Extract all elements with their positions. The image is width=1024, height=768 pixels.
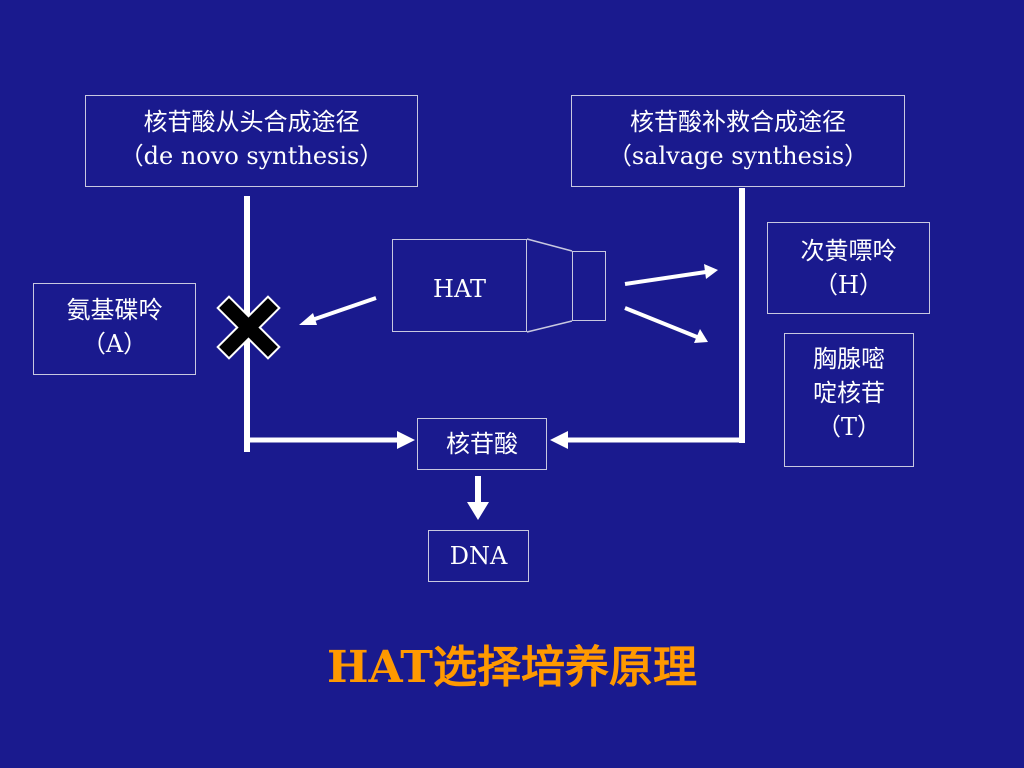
hypoxanthine-name: 次黄嘌呤 xyxy=(800,237,897,265)
aminopterin-abbr: （A） xyxy=(81,330,148,358)
hypoxanthine-box: 次黄嘌呤 （H） xyxy=(767,222,930,314)
title-prefix: HAT xyxy=(326,642,434,693)
dna-box: DNA xyxy=(428,530,529,582)
hat-funnel-bottom xyxy=(526,320,573,333)
de-novo-synthesis-box: 核苷酸从头合成途径 （de novo synthesis） xyxy=(85,95,418,187)
hat-funnel-end xyxy=(572,251,606,321)
salvage-synthesis-box: 核苷酸补救合成途径 （salvage synthesis） xyxy=(571,95,905,187)
hat-funnel-top xyxy=(526,238,573,252)
salvage-arrowhead xyxy=(550,431,568,449)
salvage-subtitle: （salvage synthesis） xyxy=(607,142,869,170)
hat-medium-box: HAT xyxy=(392,239,527,332)
hat-to-block-arrowhead xyxy=(299,313,317,325)
page-title: HAT选择培养原理 xyxy=(0,640,1024,696)
salvage-title: 核苷酸补救合成途径 xyxy=(630,108,846,136)
to-thymidine-arrowhead xyxy=(694,329,708,343)
to-thymidine-arrow-line xyxy=(624,306,698,339)
title-text: 选择培养原理 xyxy=(433,642,698,693)
nucleotide-box: 核苷酸 xyxy=(417,418,547,470)
thymidine-box: 胸腺嘧 啶核苷 （T） xyxy=(784,333,914,467)
to-hypoxanthine-arrow-line xyxy=(624,270,707,286)
de-novo-title: 核苷酸从头合成途径 xyxy=(143,108,360,136)
hat-to-block-arrow-line xyxy=(311,296,377,322)
dna-label: DNA xyxy=(449,542,508,570)
hat-label: HAT xyxy=(433,275,486,303)
to-hypoxanthine-arrowhead xyxy=(704,264,718,279)
de-novo-arrowhead xyxy=(397,431,415,449)
hypoxanthine-abbr: （H） xyxy=(814,271,883,299)
aminopterin-name: 氨基碟呤 xyxy=(66,296,163,324)
thymidine-abbr: （T） xyxy=(816,413,881,441)
x-mark-icon xyxy=(216,295,281,360)
aminopterin-box: 氨基碟呤 （A） xyxy=(33,283,196,375)
nucleotide-label: 核苷酸 xyxy=(446,430,518,458)
thymidine-name-2: 啶核苷 xyxy=(813,379,885,407)
thymidine-name-1: 胸腺嘧 xyxy=(813,345,885,373)
arrow-down-icon xyxy=(467,476,489,520)
de-novo-subtitle: （de novo synthesis） xyxy=(119,142,384,170)
